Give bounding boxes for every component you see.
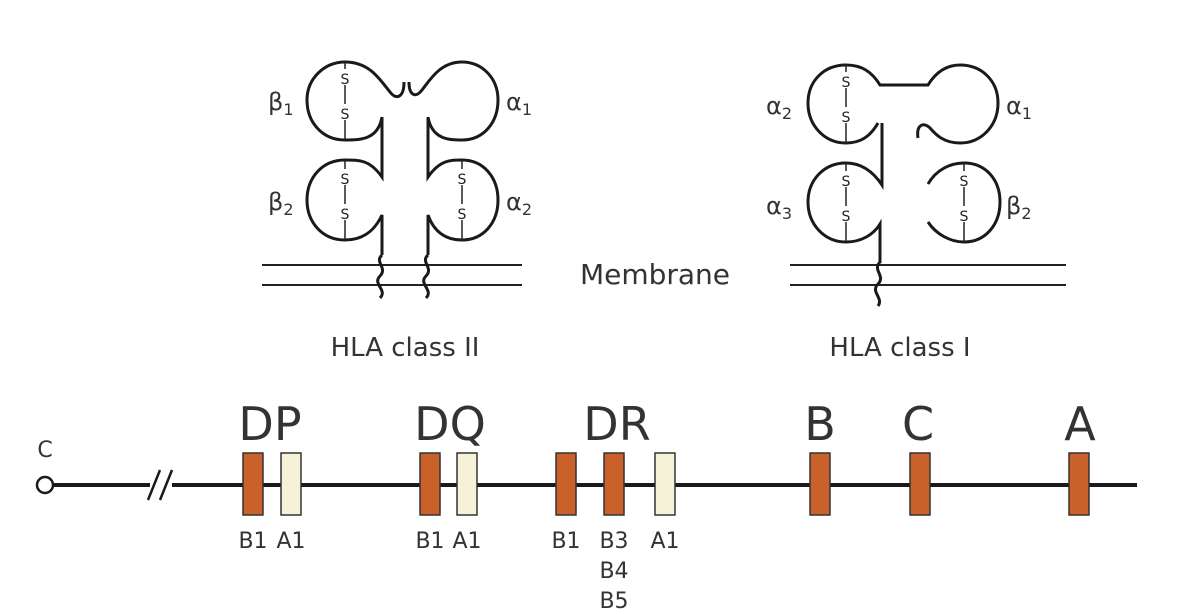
disulfide-sulfur-label: S	[960, 174, 969, 190]
alpha1-label: α1	[1006, 92, 1032, 123]
disulfide-sulfur-label: S	[458, 172, 467, 188]
gene-label: A1	[650, 529, 679, 554]
hla-class-i-molecule: S S S S S S α2 α3 α1 β2 HLA class I	[766, 63, 1066, 363]
beta2-domain	[305, 117, 384, 255]
locus-label-dr: DR	[583, 397, 650, 451]
alpha3-label: α3	[766, 192, 792, 223]
membrane-label: Membrane	[580, 258, 730, 291]
beta-tm-segment	[376, 253, 385, 300]
chromosome-end-label: C	[37, 438, 52, 463]
locus-label-dq: DQ	[414, 397, 486, 451]
beta1-domain	[305, 60, 406, 142]
disulfide-sulfur-label: S	[341, 72, 350, 88]
disulfide-sulfur-label: S	[960, 209, 969, 225]
disulfide-sulfur-label: S	[341, 207, 350, 223]
locus-label-c: C	[902, 397, 934, 451]
gene-box-dp-beta	[242, 452, 264, 516]
alpha1-label: α1	[506, 88, 532, 119]
beta2-microglobulin	[926, 161, 1002, 244]
disulfide-sulfur-label: S	[842, 110, 851, 126]
class-i-title: HLA class I	[829, 333, 970, 363]
gene-box-dq-alpha	[456, 452, 478, 516]
gene-box-dr-beta	[555, 452, 577, 516]
gene-label: A1	[276, 529, 305, 554]
beta2-label: β2	[1006, 192, 1032, 223]
centromere-end-icon	[35, 475, 55, 495]
gene-label: A1	[452, 529, 481, 554]
disulfide-sulfur-label: S	[842, 174, 851, 190]
locus-label-b: B	[804, 397, 836, 451]
disulfide-sulfur-label: S	[842, 209, 851, 225]
gene-label: B1	[238, 529, 267, 554]
hla-class-ii-molecule: S S S S S S β1 β2 α1 α2 HLA class II	[262, 60, 532, 363]
beta1-label: β1	[268, 88, 294, 119]
gene-box-a-beta	[1068, 452, 1090, 516]
gene-box-b-beta	[809, 452, 831, 516]
disulfide-sulfur-label: S	[341, 107, 350, 123]
gene-label: B5	[599, 589, 628, 614]
gene-label: B1	[415, 529, 444, 554]
beta2-label: β2	[268, 188, 294, 219]
disulfide-bonds	[845, 65, 965, 242]
alpha2-label: α2	[766, 92, 792, 123]
class-ii-title: HLA class II	[331, 333, 480, 363]
disulfide-sulfur-label: S	[842, 75, 851, 91]
gene-box-dr-beta	[603, 452, 625, 516]
alpha-tm-segment	[422, 253, 431, 300]
break-mark-icon	[146, 469, 174, 501]
gene-label: B1	[551, 529, 580, 554]
alpha2-domain	[426, 117, 500, 255]
gene-box-dr-alpha	[654, 452, 676, 516]
locus-label-dp: DP	[238, 397, 301, 451]
alpha1-domain	[407, 60, 500, 142]
gene-box-dp-alpha	[280, 452, 302, 516]
gene-label: B4	[599, 559, 628, 584]
gene-label: B3	[599, 529, 628, 554]
alpha1-alpha2-domain	[806, 63, 1000, 145]
gene-box-dq-beta	[419, 452, 441, 516]
disulfide-sulfur-label: S	[341, 172, 350, 188]
locus-label-a: A	[1064, 397, 1096, 451]
alpha2-label: α2	[506, 188, 532, 219]
gene-box-c-beta	[909, 452, 931, 516]
disulfide-sulfur-label: S	[458, 207, 467, 223]
